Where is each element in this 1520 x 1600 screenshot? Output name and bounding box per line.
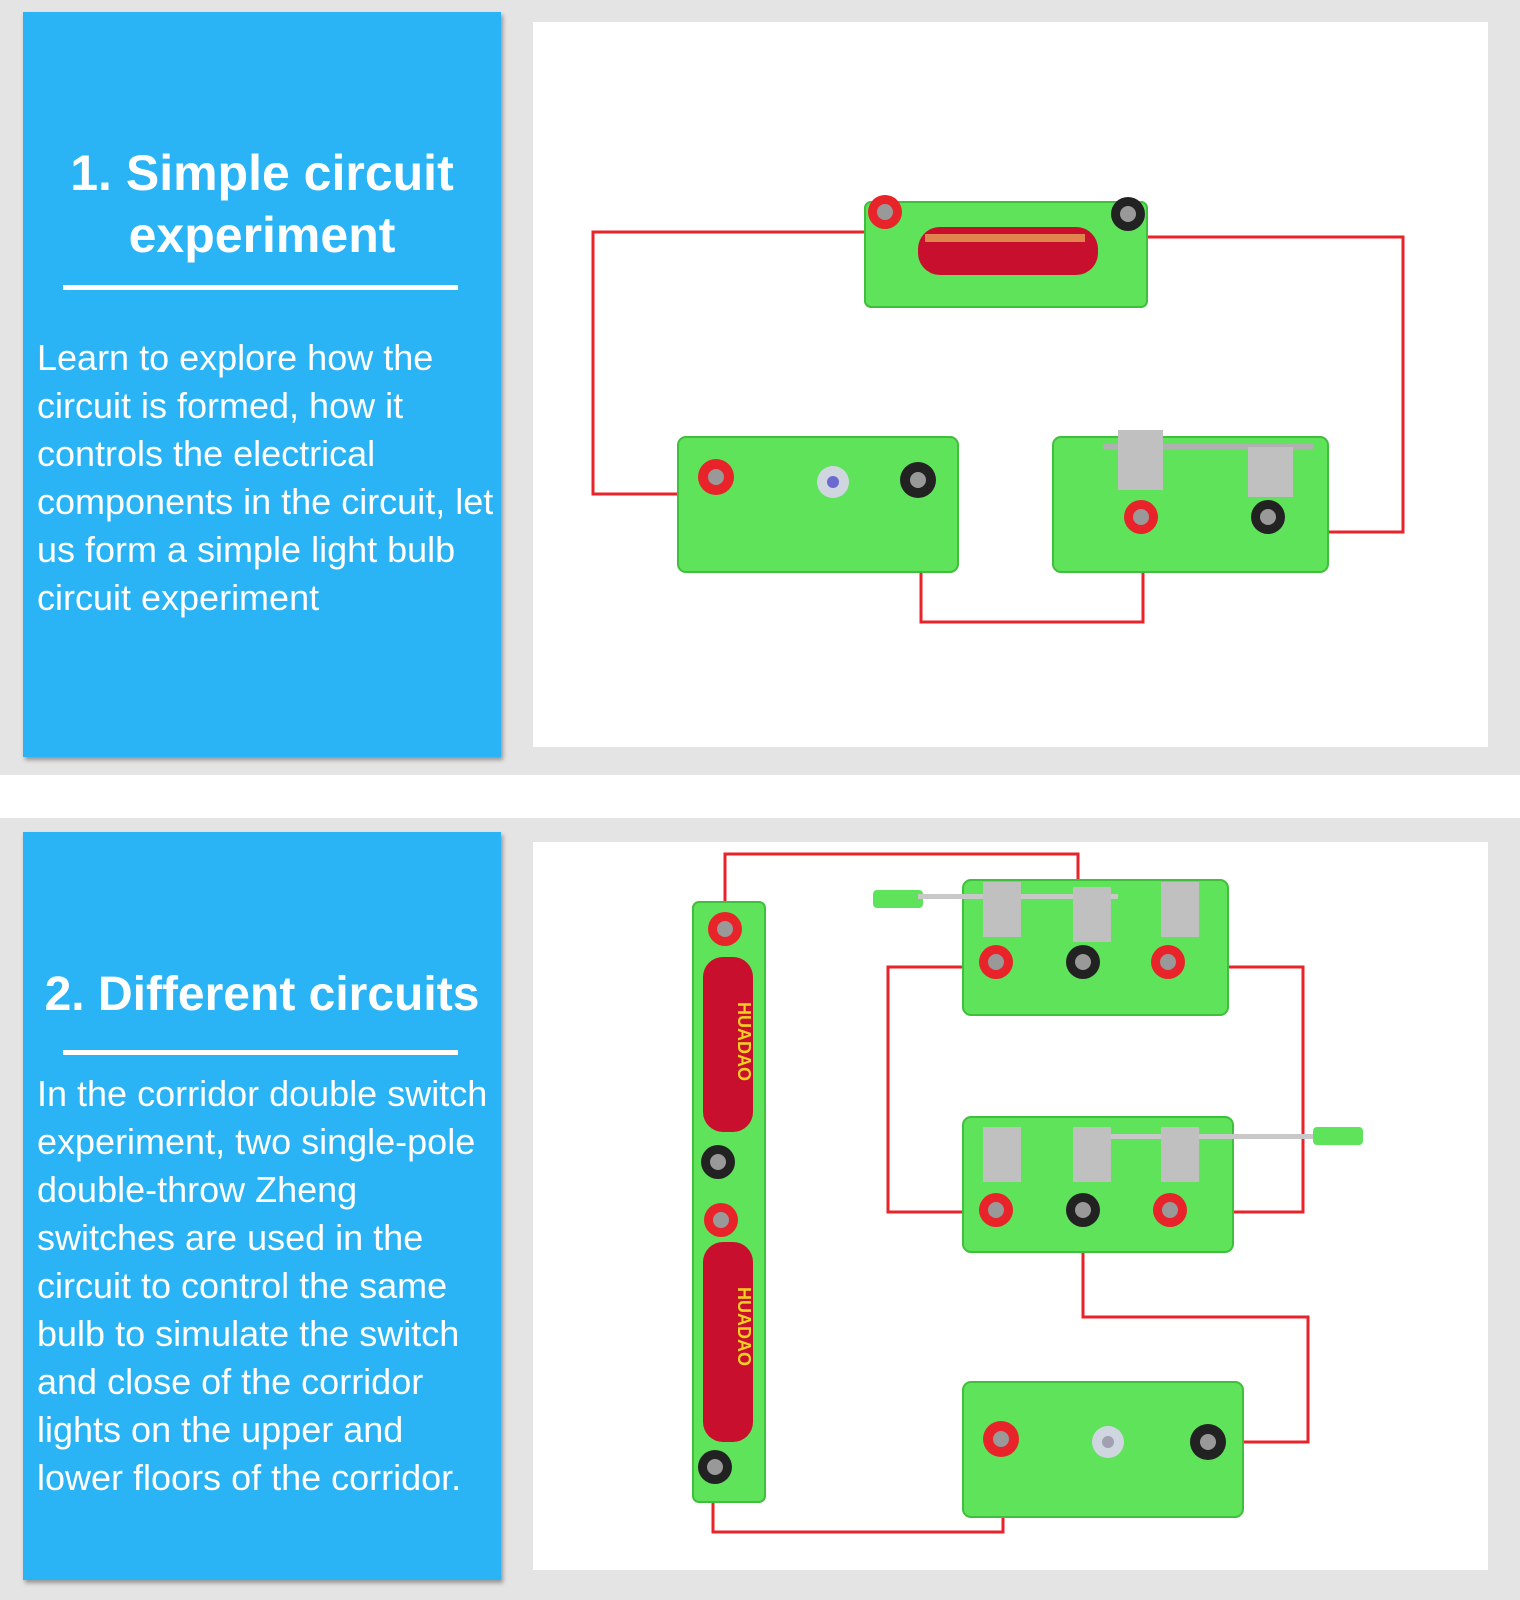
section-different-circuits: 2. Different circuits In the corridor do… [0,818,1520,1600]
corridor-circuit-illustration: HUADAO HUADAO [692,852,1363,1534]
wire [1128,235,1405,534]
spdt-switch-lower [962,1116,1363,1253]
wire [1173,965,1305,1214]
switch-board [1052,430,1329,573]
double-battery-holder: HUADAO HUADAO [692,901,766,1503]
wire [591,230,893,496]
aa-battery [703,1242,753,1442]
info-panel-different-circuits: 2. Different circuits In the corridor do… [23,832,501,1580]
aa-battery [703,957,753,1132]
switch-lever [1103,1134,1318,1139]
section-description: In the corridor double switch experiment… [37,1073,488,1498]
battery-holder [864,195,1148,308]
different-circuits-photo: HUADAO HUADAO [533,842,1488,1570]
simple-circuit-photo [533,22,1488,747]
title-divider [63,285,458,290]
section-title: 1. Simple circuit experiment [70,145,454,263]
spdt-switch-upper [873,879,1229,1016]
bulb-board [962,1381,1244,1518]
section-description: Learn to explore how the circuit is form… [37,337,494,618]
battery-brand-label: HUADAO [734,1287,754,1366]
section-separator [0,775,1520,818]
knife-switch [1103,444,1313,450]
title-divider [63,1050,458,1055]
bulb-board [677,436,959,573]
section-title: 2. Different circuits [44,968,480,1021]
section-simple-circuit: 1. Simple circuit experiment Learn to ex… [0,0,1520,775]
info-panel-simple-circuit: 1. Simple circuit experiment Learn to ex… [23,12,501,757]
wire [1081,1217,1310,1444]
battery-brand-label: HUADAO [734,1002,754,1081]
wire [886,965,993,1214]
simple-circuit-illustration [591,195,1405,624]
